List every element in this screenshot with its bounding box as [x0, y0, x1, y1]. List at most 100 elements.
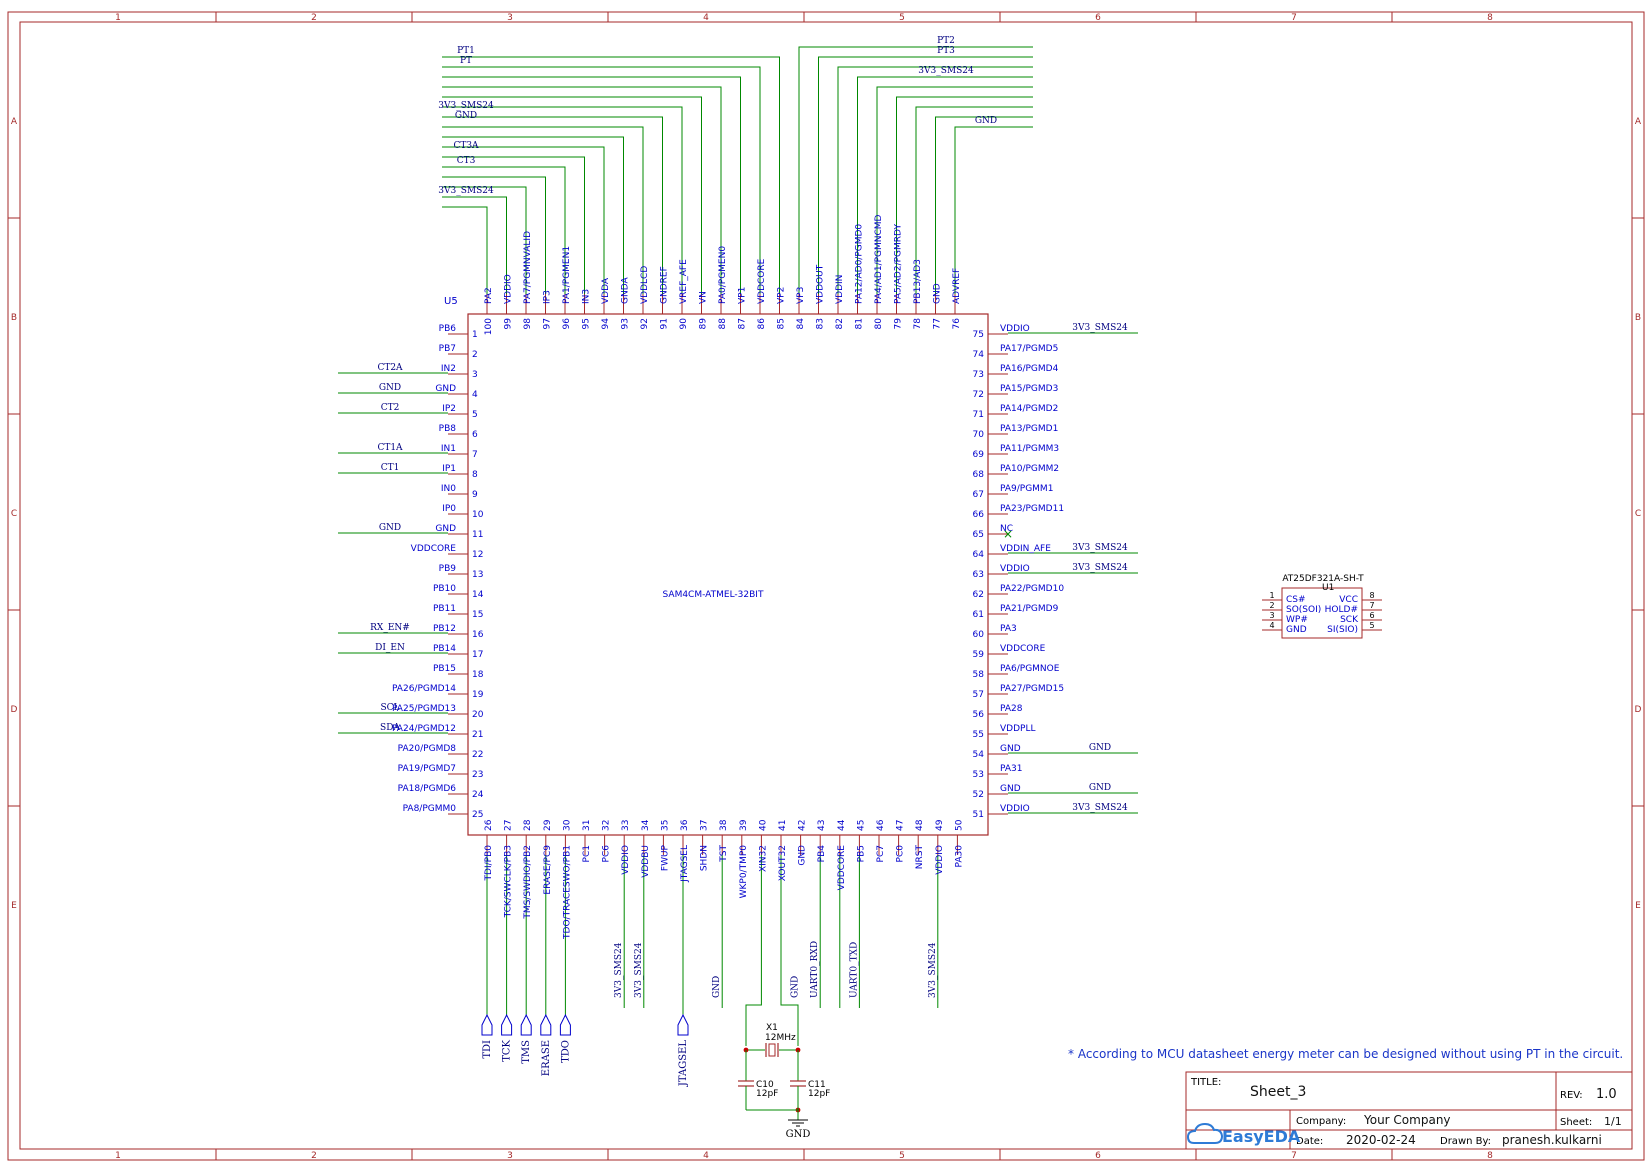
design-note: * According to MCU datasheet energy mete… [1068, 1047, 1623, 1061]
bus-wire [442, 116, 663, 294]
column-label: 7 [1291, 13, 1297, 23]
pin-number: 45 [856, 820, 866, 831]
pin-number: 28 [523, 819, 533, 831]
port-label: TMS [521, 1040, 532, 1064]
pin-number: 17 [472, 650, 483, 660]
pin-name: VP1 [738, 287, 748, 304]
company-value: Your Company [1363, 1113, 1451, 1127]
column-label: 1 [115, 13, 121, 23]
row-label: C [1635, 509, 1641, 519]
pin-name: PA22/PGMD10 [1000, 584, 1064, 594]
pin-name: TCK/SWCLK/PB3 [504, 845, 514, 918]
bus-wire [442, 156, 585, 294]
cap-ref: C10 [756, 1080, 774, 1090]
pin-number: 7 [1369, 601, 1374, 610]
pin-number: 26 [484, 819, 494, 831]
pin-number: 20 [472, 710, 484, 720]
column-label: 2 [311, 13, 317, 23]
bus-wire [857, 76, 1033, 294]
pin-number: 80 [874, 318, 884, 330]
pin-number: 4 [1269, 621, 1274, 630]
pin-number: 30 [562, 819, 572, 831]
bus-wire [442, 66, 761, 294]
pin-name: VDDIN_AFE [1000, 544, 1051, 554]
pin-name: PA2 [484, 287, 494, 304]
pin-name: VDDIO [1000, 804, 1030, 814]
pin-number: 5 [1369, 621, 1374, 630]
net-label: PT1 [457, 46, 475, 56]
bus-wire [442, 166, 566, 294]
pin-number: 83 [816, 318, 826, 329]
bus-wire [442, 56, 780, 294]
pin-name: PB12 [433, 624, 456, 634]
pin-name: PB13/AD3 [913, 259, 923, 304]
pin-name: VDDOUT [816, 264, 826, 304]
pin-number: 55 [973, 730, 984, 740]
pin-number: 86 [757, 318, 767, 330]
pin-number: 4 [472, 390, 478, 400]
pin-number: 49 [935, 819, 945, 831]
pin-name: CS# [1286, 595, 1306, 605]
pin-name: SI(SIO) [1327, 625, 1358, 635]
pin-name: HOLD# [1325, 605, 1358, 615]
pin-name: PA12/AD0/PGMD0 [855, 224, 865, 304]
pin-number: 46 [876, 819, 886, 831]
pin-number: 1 [1269, 591, 1274, 600]
sheet-title: Sheet_3 [1250, 1084, 1306, 1100]
row-label: C [11, 509, 17, 519]
net-label: PT2 [937, 36, 955, 46]
pin-name: PA15/PGMD3 [1000, 384, 1058, 394]
pin-name: SO(SOI) [1286, 605, 1321, 615]
pin-number: 93 [621, 318, 631, 329]
pin-number: 58 [973, 670, 985, 680]
pin-number: 63 [973, 570, 984, 580]
pin-name: GND [435, 384, 456, 394]
pin-number: 69 [973, 450, 985, 460]
xtal-value: 12MHz [765, 1033, 796, 1043]
pin-name: PA5/AD2/PGMRDY [894, 224, 904, 304]
u5-ref: U5 [444, 296, 458, 307]
pin-number: 11 [472, 530, 483, 540]
port-label: JTAGSEL [678, 1040, 689, 1087]
drawn-label: Drawn By: [1440, 1136, 1491, 1147]
pin-name: TST [719, 845, 729, 863]
pin-number: 62 [973, 590, 984, 600]
pin-number: 6 [1369, 611, 1374, 620]
pin-number: 75 [973, 330, 984, 340]
pin-number: 34 [641, 819, 651, 831]
net-label: 3V3_SMS24 [634, 942, 644, 998]
gnd-label: GND [786, 1129, 811, 1140]
net-label: GND [712, 976, 722, 998]
pin-name: GND [1000, 784, 1021, 794]
pin-name: VDDIO [935, 845, 945, 875]
pin-name: IN3 [582, 289, 592, 304]
u1-body [1281, 587, 1363, 639]
pin-number: 19 [472, 690, 484, 700]
pin-name: PA3 [1000, 624, 1017, 634]
xout-wire [780, 855, 799, 1046]
pin-name: GNDREF [660, 266, 670, 304]
pin-number: 71 [973, 410, 984, 420]
pin-number: 21 [472, 730, 483, 740]
port-flag [559, 1013, 571, 1036]
pin-number: 9 [472, 490, 478, 500]
bus-wire [876, 86, 1033, 294]
bus-wire [442, 86, 722, 294]
pin-name: XOUT32 [778, 845, 788, 881]
pin-number: 96 [562, 318, 572, 330]
pin-name: PA10/PGMM2 [1000, 464, 1059, 474]
net-label: 3V3_SMS24 [438, 186, 494, 196]
pin-number: 100 [484, 318, 494, 335]
pin-number: 40 [758, 819, 768, 831]
pin-number: 5 [472, 410, 478, 420]
port-label: ERASE [541, 1040, 552, 1076]
net-label: PT3 [937, 46, 955, 56]
net-label: SDA [380, 723, 400, 733]
pin-number: 85 [777, 318, 787, 329]
row-label: D [1635, 705, 1642, 715]
net-label: 3V3_SMS24 [918, 66, 974, 76]
pin-number: 3 [472, 370, 478, 380]
pin-number: 52 [973, 790, 984, 800]
pin-number: 66 [973, 510, 985, 520]
